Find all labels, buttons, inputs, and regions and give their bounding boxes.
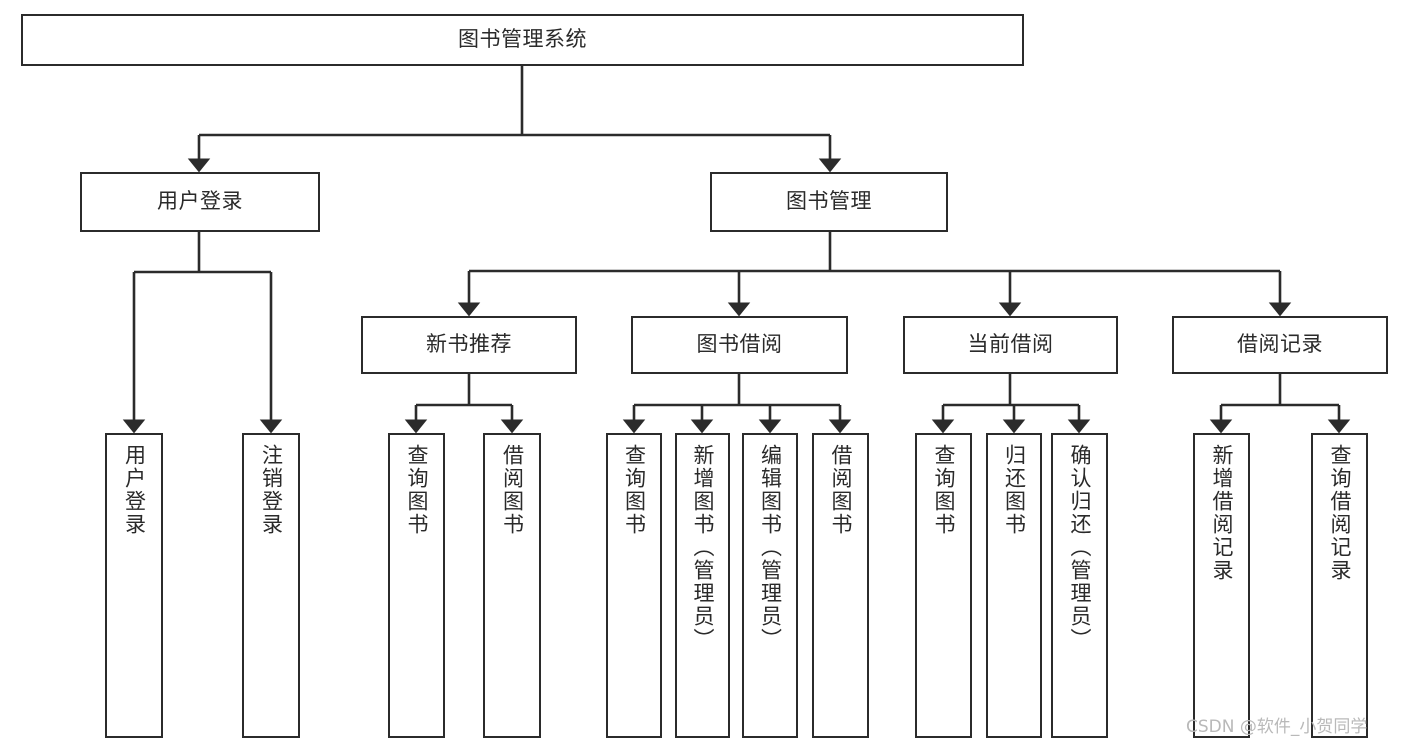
node-user-login[interactable]: 用户登录 (80, 172, 320, 232)
node-borrow-add-book-admin[interactable]: 新增图书（管理员） (675, 433, 730, 738)
node-borrow-edit-book-admin[interactable]: 编辑图书（管理员） (742, 433, 798, 738)
node-recommend-query-book-label: 查询图书 (404, 444, 429, 536)
node-root-label: 图书管理系统 (458, 27, 587, 52)
node-current-confirm-return-admin[interactable]: 确认归还（管理员） (1051, 433, 1108, 738)
node-record-query-borrow-record[interactable]: 查询借阅记录 (1311, 433, 1368, 738)
csdn-watermark: CSDN @软件_小贺同学 (1186, 717, 1368, 737)
node-book-borrow[interactable]: 图书借阅 (631, 316, 848, 374)
node-current-query-book[interactable]: 查询图书 (915, 433, 972, 738)
node-root[interactable]: 图书管理系统 (21, 14, 1024, 66)
node-borrow-query-book-label: 查询图书 (622, 444, 647, 536)
node-logout-action[interactable]: 注销登录 (242, 433, 300, 738)
node-borrow-edit-book-admin-label: 编辑图书（管理员） (758, 444, 783, 651)
node-record-add-borrow-record[interactable]: 新增借阅记录 (1193, 433, 1250, 738)
node-borrow-query-book[interactable]: 查询图书 (606, 433, 662, 738)
node-current-borrow-label: 当前借阅 (967, 332, 1054, 357)
node-new-book-recommend[interactable]: 新书推荐 (361, 316, 577, 374)
node-user-login-action-label: 用户登录 (122, 444, 147, 536)
node-book-management-label: 图书管理 (786, 189, 872, 214)
node-book-borrow-label: 图书借阅 (696, 332, 783, 357)
node-borrow-borrow-book[interactable]: 借阅图书 (812, 433, 869, 738)
node-user-login-label: 用户登录 (157, 189, 243, 214)
node-recommend-borrow-book[interactable]: 借阅图书 (483, 433, 541, 738)
node-recommend-query-book[interactable]: 查询图书 (388, 433, 445, 738)
node-borrow-record-label: 借阅记录 (1237, 332, 1323, 357)
node-current-confirm-return-admin-label: 确认归还（管理员） (1067, 444, 1092, 651)
node-current-return-book[interactable]: 归还图书 (986, 433, 1042, 738)
node-current-query-book-label: 查询图书 (931, 444, 956, 536)
node-current-return-book-label: 归还图书 (1002, 444, 1027, 536)
node-borrow-borrow-book-label: 借阅图书 (828, 444, 853, 536)
node-record-add-borrow-record-label: 新增借阅记录 (1209, 444, 1234, 582)
node-current-borrow[interactable]: 当前借阅 (903, 316, 1118, 374)
node-user-login-action[interactable]: 用户登录 (105, 433, 163, 738)
node-record-query-borrow-record-label: 查询借阅记录 (1327, 444, 1352, 582)
node-borrow-add-book-admin-label: 新增图书（管理员） (690, 444, 715, 651)
node-book-management[interactable]: 图书管理 (710, 172, 948, 232)
node-new-book-recommend-label: 新书推荐 (426, 332, 512, 357)
node-borrow-record[interactable]: 借阅记录 (1172, 316, 1388, 374)
node-logout-action-label: 注销登录 (259, 444, 284, 536)
node-recommend-borrow-book-label: 借阅图书 (500, 444, 525, 536)
